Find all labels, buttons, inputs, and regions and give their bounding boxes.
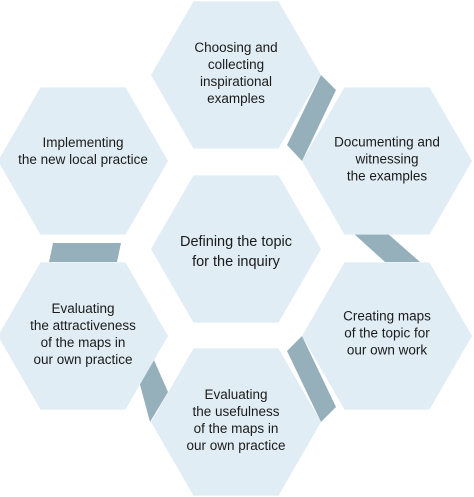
connector-band-3 xyxy=(287,336,336,422)
label-upper-left-line-2: the new local practice xyxy=(18,152,148,167)
hexagon-upper-right xyxy=(302,87,472,235)
label-lower-right-line-2: of the topic for xyxy=(344,326,430,341)
hexagon-bottom xyxy=(151,348,321,496)
label-top-line-4: examples xyxy=(207,91,265,106)
label-lower-left-line-3: of the maps in xyxy=(41,335,126,350)
label-lower-left-line-1: Evaluating xyxy=(51,301,114,316)
label-bottom-line-4: our own practice xyxy=(186,438,285,453)
label-top-line-2: collecting xyxy=(208,57,264,72)
connector-band-1 xyxy=(287,75,336,161)
label-bottom-line-2: the usefulness xyxy=(192,404,279,419)
label-lower-left-line-2: the attractiveness xyxy=(30,318,136,333)
label-lower-right-line-1: Creating maps xyxy=(343,309,431,324)
connector-band-5 xyxy=(49,243,121,262)
label-top-line-3: inspirational xyxy=(200,74,272,89)
connectors-layer xyxy=(49,75,420,422)
label-lower-left-line-4: our own practice xyxy=(33,352,132,367)
label-bottom-line-3: of the maps in xyxy=(194,421,279,436)
hexagon-lower-right xyxy=(302,262,472,410)
hexagon-center xyxy=(151,175,321,323)
label-upper-right-line-2: witnessing xyxy=(354,152,418,167)
hexagon-top xyxy=(151,1,321,149)
label-lower-right-line-3: our own work xyxy=(347,343,428,358)
labels-layer: Defining the topic for the inquiry Choosin… xyxy=(18,40,440,453)
label-center-line-1: Defining the topic xyxy=(180,234,292,250)
label-top-line-1: Choosing and xyxy=(194,40,277,55)
label-upper-right-line-3: the examples xyxy=(347,169,428,184)
hexagon-lower-left xyxy=(0,262,168,410)
label-bottom-line-1: Evaluating xyxy=(204,387,267,402)
connector-band-2 xyxy=(353,233,420,262)
label-upper-left-line-1: Implementing xyxy=(42,135,123,150)
hexagon-upper-left xyxy=(0,87,168,235)
label-upper-right-line-1: Documenting and xyxy=(334,135,440,150)
label-center-line-2: for the inquiry xyxy=(192,254,281,270)
